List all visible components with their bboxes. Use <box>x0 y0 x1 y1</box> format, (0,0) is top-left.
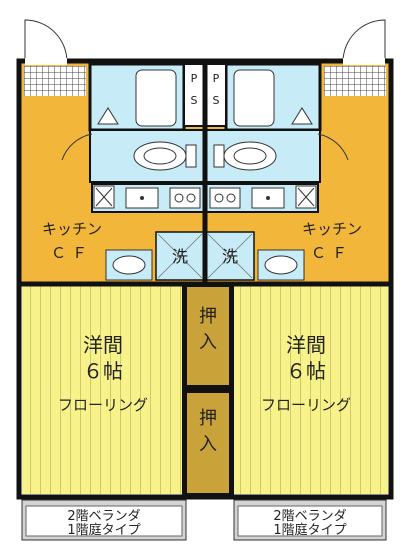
veranda-label-left-1: 2階ベランダ <box>67 509 140 524</box>
closet-upper-label-1: 押 <box>199 306 217 327</box>
laundry-label-left: 洗 <box>172 247 188 266</box>
entrance-door-left <box>24 19 68 63</box>
room-floor-left: フローリング <box>58 396 148 414</box>
ps-label-left-2: S <box>191 94 198 107</box>
toilet-door-left <box>61 133 93 161</box>
bath-step-left <box>97 107 119 125</box>
closet-lower-label-2: 入 <box>199 434 217 455</box>
laundry-label-right: 洗 <box>222 247 238 266</box>
kitchen-label-right: キッチン <box>302 220 362 238</box>
ps-label-left-1: P <box>191 72 198 85</box>
bathtub-right <box>233 69 275 127</box>
closet-upper <box>185 285 231 387</box>
room-size-left: ６帖 <box>83 359 123 383</box>
kitchen-label-left: キッチン <box>42 220 102 238</box>
ps-label-right-1: P <box>213 72 220 85</box>
kitchen-floor-label-right: ＣＦ <box>311 244 353 262</box>
room-label-right: 洋間 <box>286 333 326 357</box>
entrance-tile-right <box>324 66 386 96</box>
veranda-label-right-1: 2階ベランダ <box>273 509 346 524</box>
stove-icon-left <box>169 187 201 209</box>
closet-lower-label-1: 押 <box>199 408 217 429</box>
closet-upper-label-2: 入 <box>199 332 217 353</box>
sink-icon-right <box>251 187 285 209</box>
veranda-left <box>21 499 187 541</box>
ps-label-right-2: S <box>213 94 220 107</box>
veranda-right <box>233 499 387 541</box>
western-room-right <box>232 286 388 494</box>
veranda-label-right-2: 1階庭タイプ <box>273 522 346 538</box>
vent-icon-left <box>93 185 115 209</box>
bath-step-right <box>291 107 313 125</box>
toilet-icon-right <box>213 141 277 171</box>
room-label-left: 洋間 <box>83 333 123 357</box>
sink-icon-left <box>125 187 159 209</box>
western-room-left <box>22 286 184 494</box>
veranda-label-left-2: 1階庭タイプ <box>67 522 140 538</box>
toilet-door-right <box>317 133 349 161</box>
entrance-door-right <box>342 19 386 63</box>
stove-icon-right <box>209 187 241 209</box>
vent-icon-right <box>295 185 317 209</box>
toilet-icon-left <box>133 141 197 171</box>
room-size-right: ６帖 <box>286 359 326 383</box>
room-floor-right: フローリング <box>261 396 351 414</box>
walls <box>16 58 394 500</box>
kitchen-floor-label-left: ＣＦ <box>51 244 93 262</box>
entrance-tile-left <box>24 66 86 96</box>
bathtub-left <box>135 69 177 127</box>
